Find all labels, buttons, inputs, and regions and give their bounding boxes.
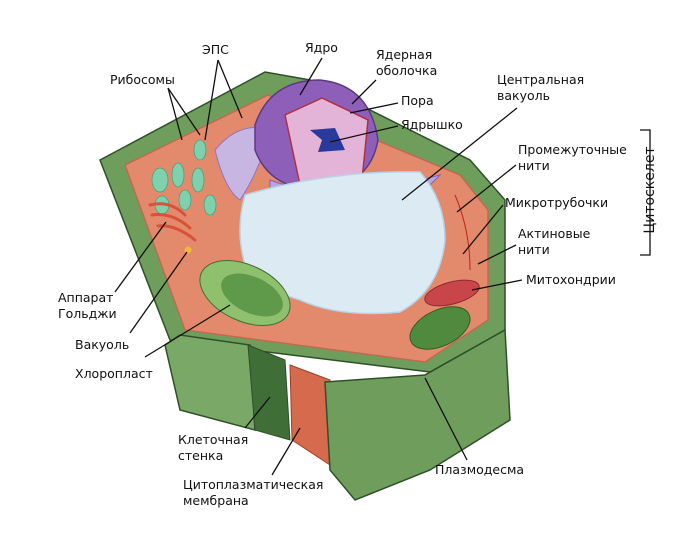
label-nucleus: Ядро	[305, 40, 338, 55]
label-line: Аппарат	[58, 290, 114, 305]
cell-wall-front-slab	[247, 344, 291, 441]
label-line: Гольджи	[58, 306, 117, 321]
label-mitochondria: Митохондрии	[526, 272, 616, 287]
leader-lines	[114, 57, 651, 476]
rough-er	[151, 139, 217, 216]
membrane-section	[289, 364, 331, 466]
label-line: мембрана	[183, 493, 249, 508]
label-pore: Пора	[401, 93, 434, 108]
label-ribosomes: Рибосомы	[110, 72, 175, 87]
label-nucleolus: Ядрышко	[401, 117, 463, 132]
mitochondrion	[424, 279, 480, 307]
cell-wall-front-right	[324, 328, 511, 501]
label-line: Промежуточные	[518, 142, 627, 157]
label-line: Центральная	[497, 72, 585, 87]
label-line: нити	[518, 242, 550, 257]
label-chloroplast: Хлоропласт	[75, 366, 153, 381]
label-line: вакуоль	[497, 88, 550, 103]
golgi	[148, 202, 197, 242]
label-vacuole: Вакуоль	[75, 337, 130, 352]
intermediate-filaments	[454, 194, 471, 271]
nucleus	[254, 79, 379, 191]
label-line: нити	[518, 158, 550, 173]
label-line: Актиновые	[518, 226, 591, 241]
cell-wall-front-left	[164, 334, 256, 431]
label-line: Цитоплазматическая	[183, 477, 324, 492]
vacuole-small	[184, 246, 192, 254]
label-line: стенка	[178, 448, 224, 463]
label-line: Ядерная	[376, 47, 433, 62]
label-line: оболочка	[376, 63, 438, 78]
label-er: ЭПС	[202, 42, 229, 57]
chloroplast-2	[409, 306, 471, 350]
label-plasmodesma: Плазмодесма	[435, 462, 525, 477]
label-cytoskeleton: Цитоскелет	[642, 146, 658, 234]
label-line: Клеточная	[178, 432, 249, 447]
label-microtubules: Микротрубочки	[505, 195, 609, 210]
